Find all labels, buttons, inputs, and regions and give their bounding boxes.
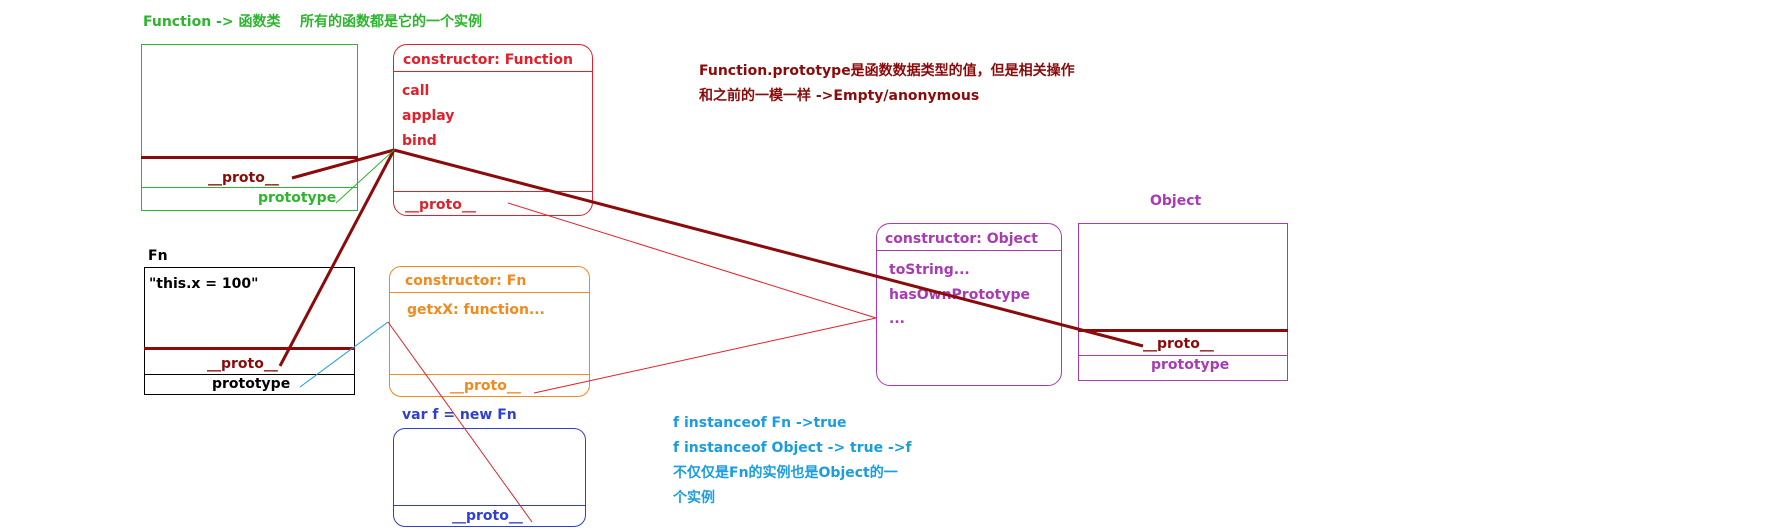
fn-title: Fn xyxy=(148,248,168,264)
fn-prototype-method: getxX: function... xyxy=(407,302,545,318)
function-class-title: Function -> 函数类 xyxy=(143,14,281,30)
function-prototype-note-line1: Function.prototype是函数数据类型的值，但是相关操作 xyxy=(699,63,1075,79)
instanceof-note-line3: 不仅仅是Fn的实例也是Object的一 xyxy=(673,465,898,481)
fn-prototype-proto-to-object-prototype-line xyxy=(533,317,877,394)
fn-prototype-constructor: constructor: Fn xyxy=(405,273,527,289)
function-prototype-method-apply: applay xyxy=(402,108,455,124)
object-class-proto-to-function-prototype-line xyxy=(393,148,1144,348)
fn-prototype-proto-divider xyxy=(389,374,590,375)
object-class-prototype-label: prototype xyxy=(1151,357,1230,373)
instance-proto-label: __proto__ xyxy=(452,508,523,524)
instance-box xyxy=(393,428,586,527)
fn-prototype-proto-label: __proto__ xyxy=(450,378,521,394)
function-prototype-proto-label: __proto__ xyxy=(405,197,476,213)
instanceof-note-line1: f instanceof Fn ->true xyxy=(673,415,847,431)
function-prototype-constructor: constructor: Function xyxy=(403,52,573,68)
fn-proto-label: __proto__ xyxy=(207,356,278,372)
object-prototype-constructor: constructor: Object xyxy=(885,231,1038,247)
object-prototype-item-hasown: hasOwnPrototype xyxy=(889,287,1030,303)
fn-prototype-to-fn-prototype-object-line xyxy=(299,321,389,388)
instance-title: var f = new Fn xyxy=(402,407,517,423)
function-prototype-proto-divider xyxy=(393,191,593,192)
function-class-prototype-divider xyxy=(141,187,358,188)
object-class-prototype-divider xyxy=(1078,355,1288,356)
fn-proto-divider xyxy=(144,347,355,350)
fn-prototype-divider xyxy=(144,374,355,375)
fn-prototype-header-divider xyxy=(389,292,590,293)
instanceof-note-line2: f instanceof Object -> true ->f xyxy=(673,440,912,456)
instanceof-note-line4: 个实例 xyxy=(673,490,715,506)
fn-body: "this.x = 100" xyxy=(149,276,259,292)
object-prototype-item-tostring: toString... xyxy=(889,262,970,278)
function-class-proto-divider xyxy=(141,156,358,159)
object-prototype-box xyxy=(876,223,1062,386)
function-class-proto-to-function-prototype-line xyxy=(291,148,395,180)
function-prototype-box xyxy=(393,44,593,216)
fn-proto-to-function-prototype-line xyxy=(278,149,396,367)
function-class-box xyxy=(141,44,358,211)
function-class-prototype-to-function-prototype-line xyxy=(335,149,395,204)
function-class-prototype-label: prototype xyxy=(258,190,337,206)
fn-prototype-label: prototype xyxy=(212,376,291,392)
object-class-proto-divider xyxy=(1078,329,1288,332)
object-prototype-item-more: ... xyxy=(889,311,905,327)
function-prototype-method-call: call xyxy=(402,83,430,99)
object-class-proto-label: __proto__ xyxy=(1143,336,1214,352)
fn-box xyxy=(144,267,355,395)
function-class-description: 所有的函数都是它的一个实例 xyxy=(300,14,482,30)
object-class-box xyxy=(1078,223,1288,381)
instance-proto-divider xyxy=(393,505,586,506)
function-prototype-header-divider xyxy=(393,71,593,72)
function-prototype-note-line2: 和之前的一模一样 ->Empty/anonymous xyxy=(699,88,980,104)
function-prototype-proto-to-object-prototype-line xyxy=(507,202,877,319)
function-prototype-method-bind: bind xyxy=(402,133,437,149)
function-class-proto-label: __proto__ xyxy=(208,170,279,186)
object-prototype-header-divider xyxy=(876,250,1062,251)
object-class-title: Object xyxy=(1150,193,1202,209)
fn-prototype-box xyxy=(389,266,590,397)
instance-proto-to-fn-prototype-line xyxy=(387,321,533,523)
